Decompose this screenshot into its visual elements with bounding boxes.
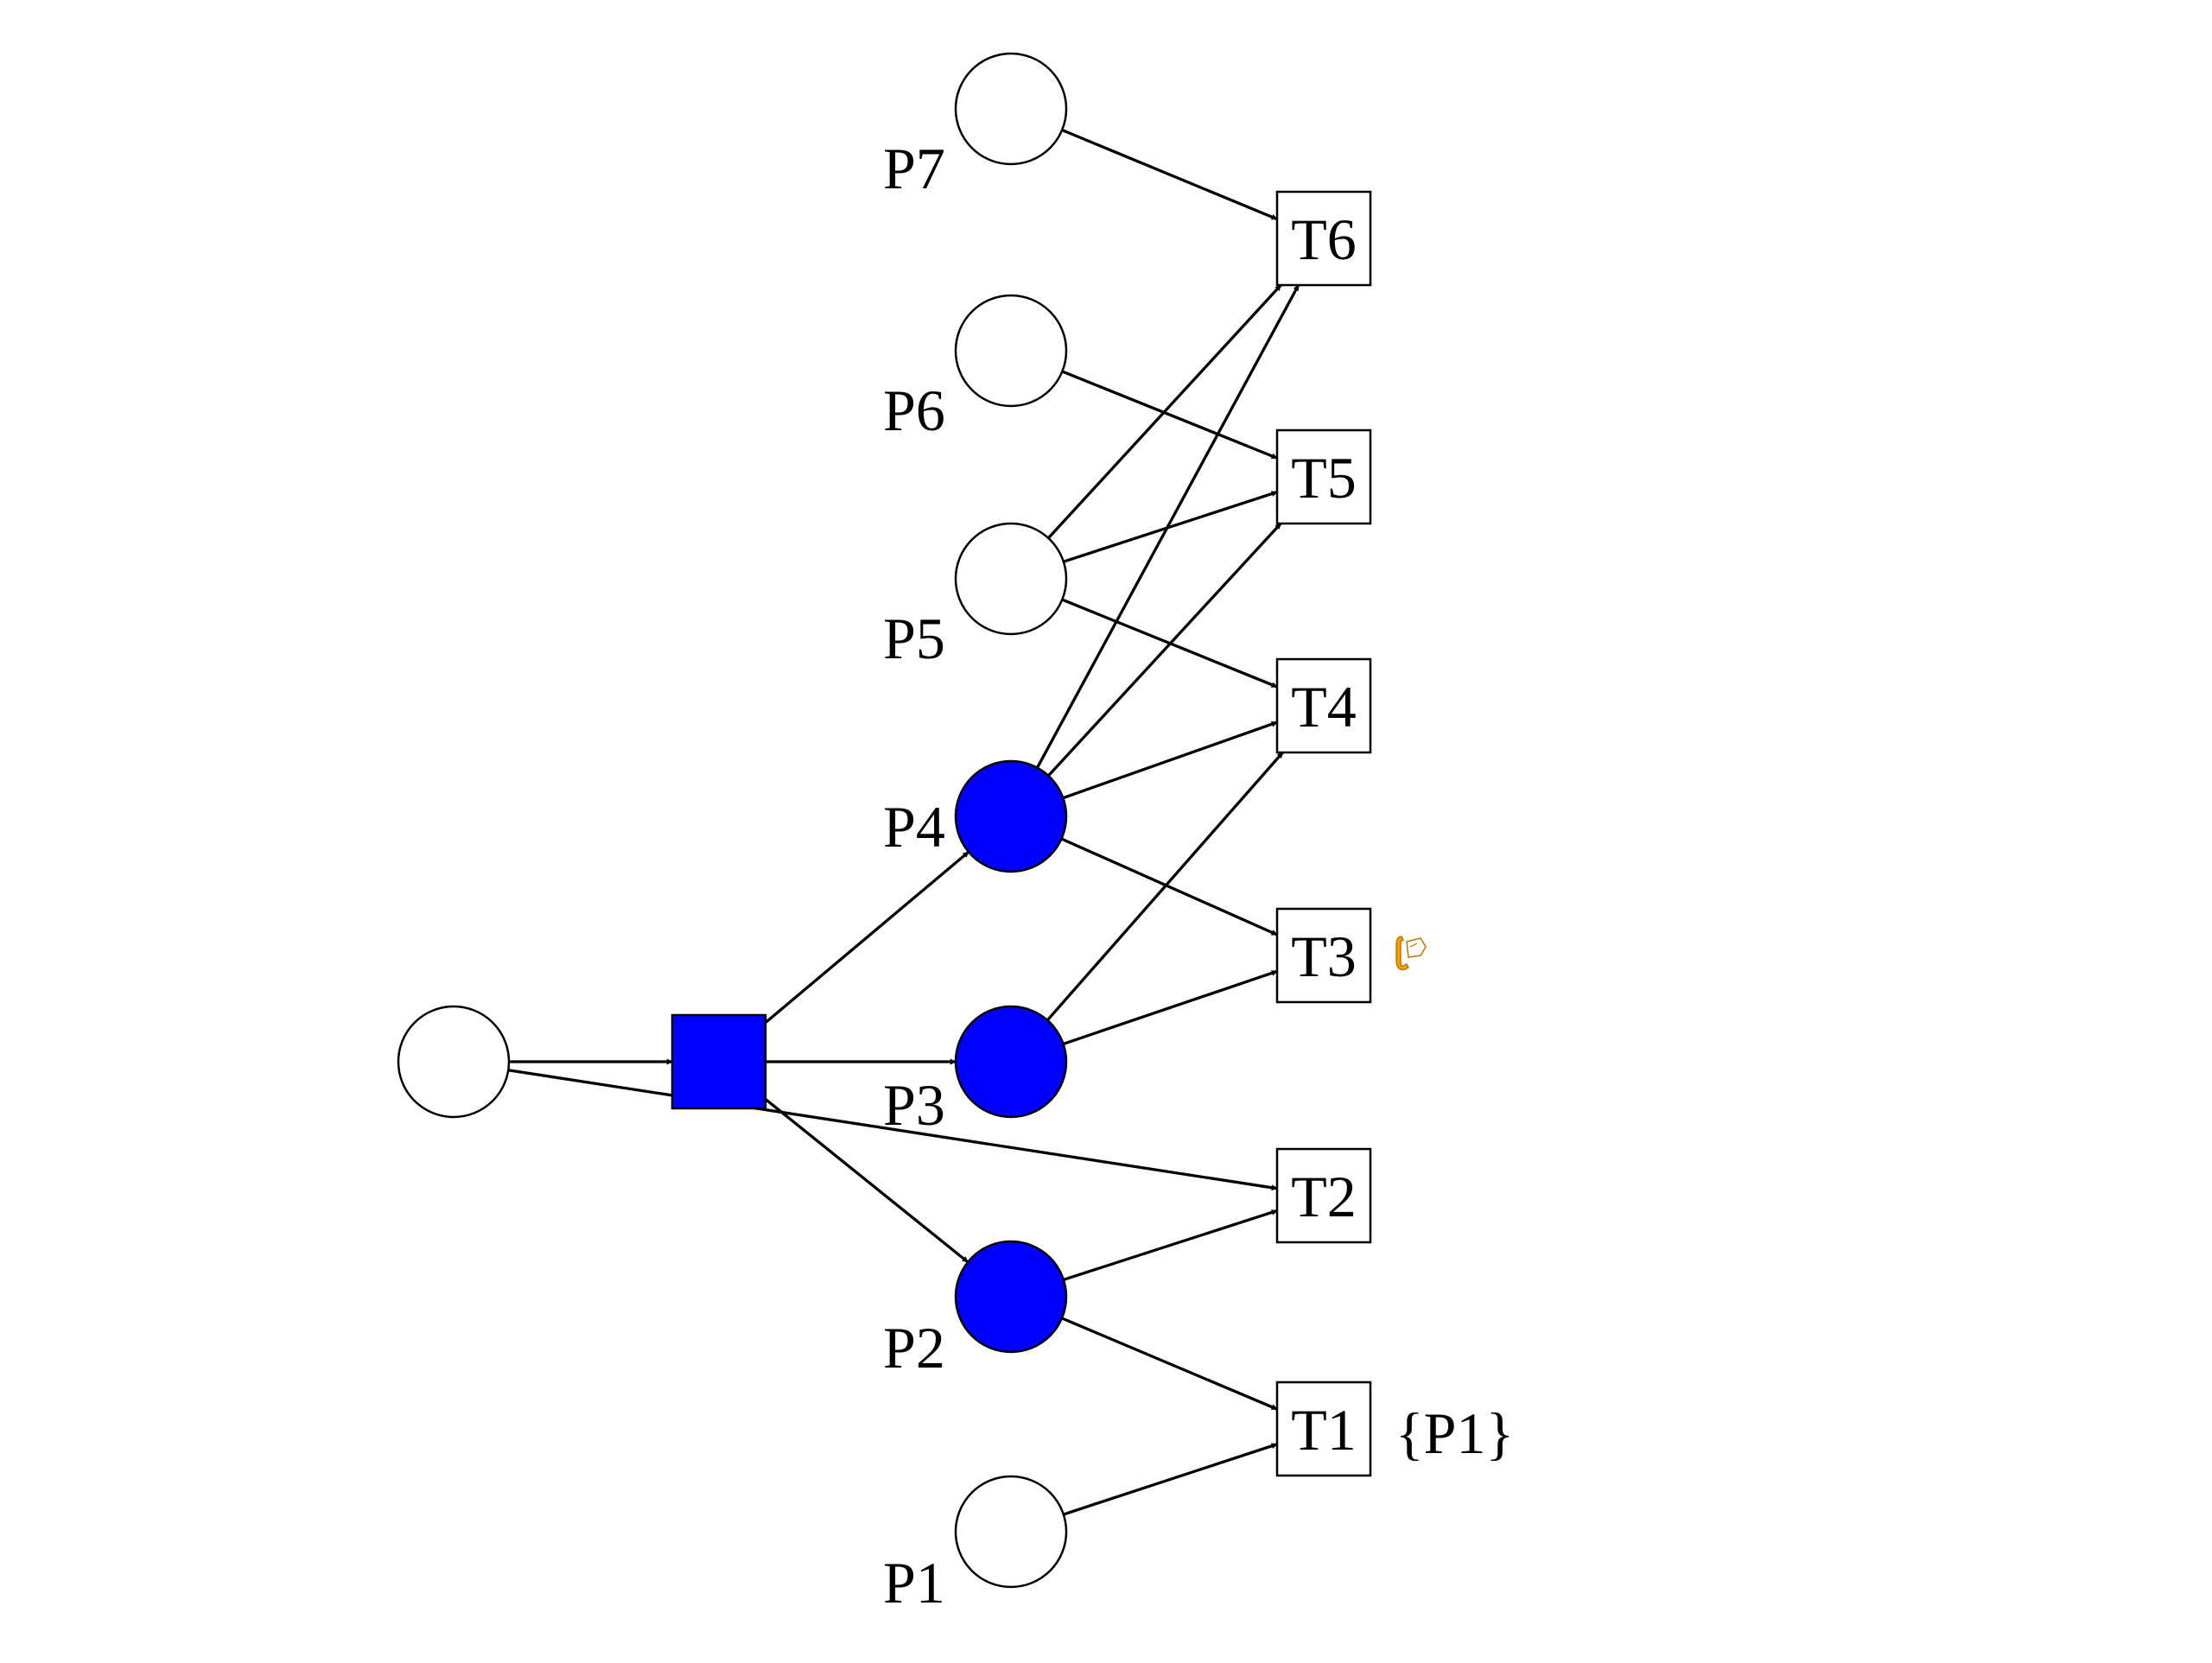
arc-p5-to-t5	[1063, 491, 1278, 563]
arc-p4-to-t5	[1047, 522, 1282, 778]
arc-p5-to-t6	[1047, 283, 1282, 539]
place-label-p5: P5	[883, 606, 945, 671]
arc-p4-to-t6	[1036, 284, 1300, 769]
transition-t6[interactable]	[1275, 190, 1372, 287]
transition-t2[interactable]	[1275, 1147, 1372, 1244]
place-p7[interactable]	[954, 52, 1068, 166]
place-label-p1: P1	[883, 1550, 945, 1615]
transition-t1[interactable]	[1275, 1381, 1372, 1477]
arcs-layer	[508, 128, 1300, 1516]
nodes-layer	[397, 52, 1372, 1589]
arc-p6-to-t5	[1061, 370, 1278, 460]
transition-label-t3: T3	[1291, 924, 1357, 989]
arc-p3-to-t3	[1063, 969, 1278, 1045]
arc-p4-to-t3	[1060, 837, 1278, 936]
transition-t5[interactable]	[1275, 428, 1372, 525]
transition-label-t1: T1	[1291, 1397, 1357, 1463]
place-p5[interactable]	[954, 522, 1068, 636]
place-label-p3: P3	[883, 1072, 945, 1138]
arc-tx-to-p4	[764, 850, 970, 1024]
arc-p2-to-t2	[1063, 1209, 1278, 1281]
arc-p0-to-t2	[508, 1069, 1278, 1191]
arc-p2-to-t1	[1061, 1317, 1278, 1411]
transition-label-t4: T4	[1291, 674, 1357, 739]
place-label-p6: P6	[883, 378, 945, 443]
transition-label-t2: T2	[1291, 1164, 1357, 1229]
place-label-p7: P7	[883, 136, 945, 201]
place-p0[interactable]	[397, 1005, 511, 1119]
t1-annotation: {P1}	[1395, 1400, 1514, 1466]
place-p3[interactable]	[954, 1005, 1068, 1119]
place-label-p4: P4	[883, 794, 945, 860]
transition-label-t6: T6	[1291, 206, 1357, 272]
arc-tx-to-p2	[764, 1098, 969, 1264]
place-p6[interactable]	[954, 294, 1068, 408]
pointer-cursor-icon[interactable]	[1395, 936, 1427, 971]
transition-t4[interactable]	[1275, 657, 1372, 754]
arc-p3-to-t4	[1046, 751, 1284, 1022]
place-p1[interactable]	[954, 1475, 1068, 1589]
arc-p7-to-t6	[1061, 128, 1278, 221]
place-label-p2: P2	[883, 1315, 945, 1381]
place-p2[interactable]	[954, 1240, 1068, 1354]
arc-p1-to-t1	[1063, 1443, 1278, 1516]
transition-tx[interactable]	[671, 1013, 767, 1110]
place-p4[interactable]	[954, 759, 1068, 873]
transition-label-t5: T5	[1291, 445, 1357, 511]
transition-t3[interactable]	[1275, 907, 1372, 1004]
arc-p4-to-t4	[1062, 720, 1278, 800]
